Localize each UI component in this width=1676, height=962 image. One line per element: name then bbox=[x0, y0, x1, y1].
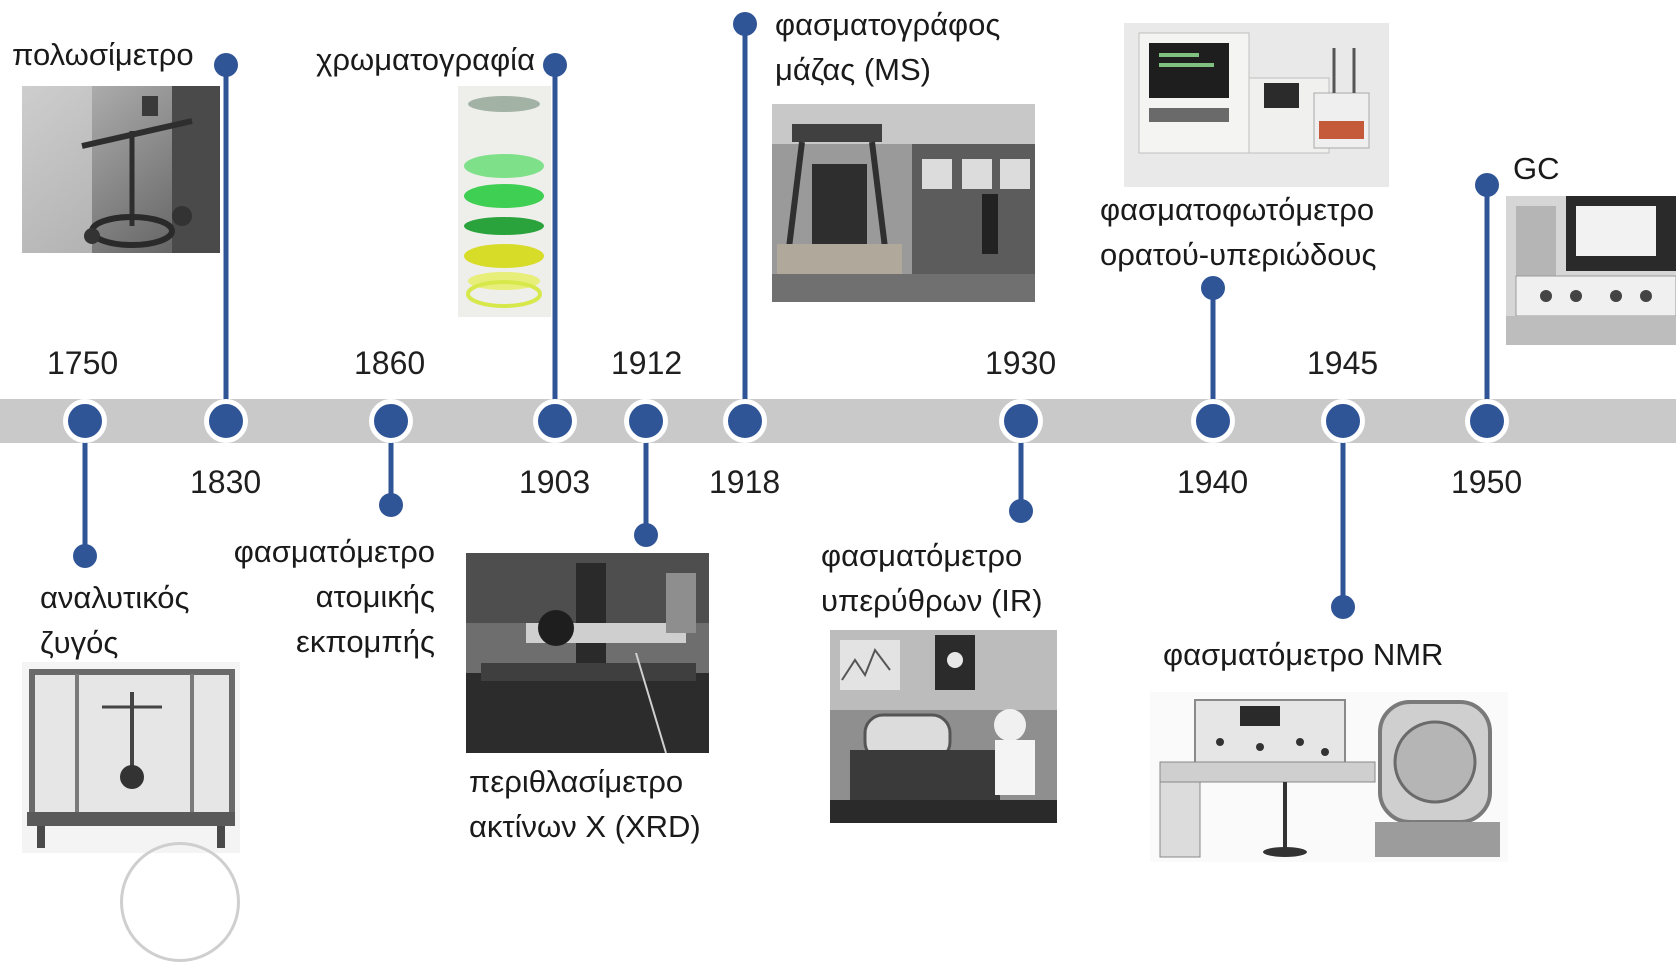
year-label: 1950 bbox=[1451, 464, 1523, 500]
end-dot-1860 bbox=[379, 493, 403, 517]
label-tlc-line1: χρωματογραφία bbox=[316, 42, 535, 77]
milestone-dot-1945 bbox=[1321, 399, 1365, 443]
ir-spectrometer-photo bbox=[830, 630, 1057, 823]
label-xrd-line1: περιθλασίμετρο bbox=[469, 764, 684, 799]
end-dot-1912 bbox=[634, 523, 658, 547]
year-label: 1830 bbox=[190, 464, 262, 500]
label-xrd-line2: ακτίνων X (XRD) bbox=[469, 809, 701, 844]
polarimeter-photo bbox=[22, 86, 220, 253]
end-dot-1950 bbox=[1475, 173, 1499, 197]
label-aes-line1: φασματόμετρο bbox=[233, 534, 435, 569]
end-dot-1750 bbox=[73, 544, 97, 568]
milestone-dot-1860 bbox=[369, 399, 413, 443]
end-dot-1940 bbox=[1201, 276, 1225, 300]
year-label: 1860 bbox=[354, 345, 426, 381]
label-uvvis-line1: φασματοφωτόμετρο bbox=[1100, 192, 1375, 227]
gas-chromatograph-photo bbox=[1506, 196, 1676, 345]
year-label: 1940 bbox=[1177, 464, 1249, 500]
label-ms: φασματογράφος μάζας (MS) bbox=[775, 2, 1000, 92]
label-gc: GC bbox=[1513, 151, 1560, 186]
milestone-dot-1918 bbox=[723, 399, 767, 443]
label-uvvis-line2: ορατού-υπεριώδους bbox=[1100, 237, 1377, 272]
label-xrd: περιθλασίμετρο ακτίνων X (XRD) bbox=[469, 759, 701, 849]
label-polarimeter: πολωσίμετρο bbox=[12, 37, 194, 72]
milestone-dot-1940 bbox=[1191, 399, 1235, 443]
milestone-dot-1903 bbox=[533, 399, 577, 443]
end-dot-1945 bbox=[1331, 595, 1355, 619]
tlc-plate-photo bbox=[458, 86, 551, 317]
connector-1940 bbox=[1210, 288, 1216, 421]
year-label: 1903 bbox=[519, 464, 591, 500]
year-label: 1930 bbox=[985, 345, 1057, 381]
year-label: 1912 bbox=[611, 345, 683, 381]
nmr-spectrometer-photo bbox=[1150, 692, 1508, 862]
timeline-band bbox=[0, 399, 1676, 443]
year-label: 1750 bbox=[47, 345, 119, 381]
decorative-circle-edge bbox=[120, 842, 240, 962]
label-ir: φασματόμετρο υπερύθρων (IR) bbox=[821, 533, 1043, 623]
year-label: 1918 bbox=[709, 464, 781, 500]
mass-spectrograph-photo bbox=[772, 104, 1035, 302]
end-dot-1830 bbox=[214, 53, 238, 77]
label-aes-line2: ατομικής bbox=[315, 579, 435, 614]
connector-1903 bbox=[552, 65, 558, 421]
label-balance: αναλυτικός ζυγός bbox=[40, 575, 190, 665]
year-label: 1945 bbox=[1307, 345, 1379, 381]
milestone-dot-1912 bbox=[624, 399, 668, 443]
label-aes-line3: εκπομπής bbox=[296, 624, 435, 659]
milestone-dot-1830 bbox=[204, 399, 248, 443]
connector-1945 bbox=[1340, 421, 1346, 607]
connector-1950 bbox=[1484, 185, 1490, 421]
connector-1830 bbox=[223, 65, 229, 421]
milestone-dot-1950 bbox=[1465, 399, 1509, 443]
label-nmr: φασματόμετρο NMR bbox=[1163, 637, 1444, 672]
connector-1860 bbox=[388, 421, 394, 505]
label-balance-line1: αναλυτικός bbox=[40, 580, 190, 615]
end-dot-1918 bbox=[733, 12, 757, 36]
label-ir-line1: φασματόμετρο bbox=[821, 538, 1023, 573]
connector-1918 bbox=[742, 24, 748, 421]
milestone-dot-1930 bbox=[999, 399, 1043, 443]
connector-1930 bbox=[1018, 421, 1024, 511]
uv-vis-spectrophotometer-photo bbox=[1124, 23, 1389, 187]
label-balance-line2: ζυγός bbox=[40, 625, 119, 660]
connector-1750 bbox=[82, 421, 88, 556]
milestone-dot-1750 bbox=[63, 399, 107, 443]
connector-1912 bbox=[643, 421, 649, 535]
label-ir-line2: υπερύθρων (IR) bbox=[821, 583, 1043, 618]
label-aes: φασματόμετρο ατομικής εκπομπής bbox=[175, 529, 435, 664]
analytical-balance-photo bbox=[22, 662, 240, 853]
end-dot-1903 bbox=[543, 53, 567, 77]
end-dot-1930 bbox=[1009, 499, 1033, 523]
label-ms-line2: μάζας (MS) bbox=[775, 52, 931, 87]
label-uvvis: φασματοφωτόμετρο ορατού-υπεριώδους bbox=[1100, 187, 1376, 277]
x-ray-diffractometer-photo bbox=[466, 553, 709, 753]
label-ms-line1: φασματογράφος bbox=[775, 7, 1001, 42]
